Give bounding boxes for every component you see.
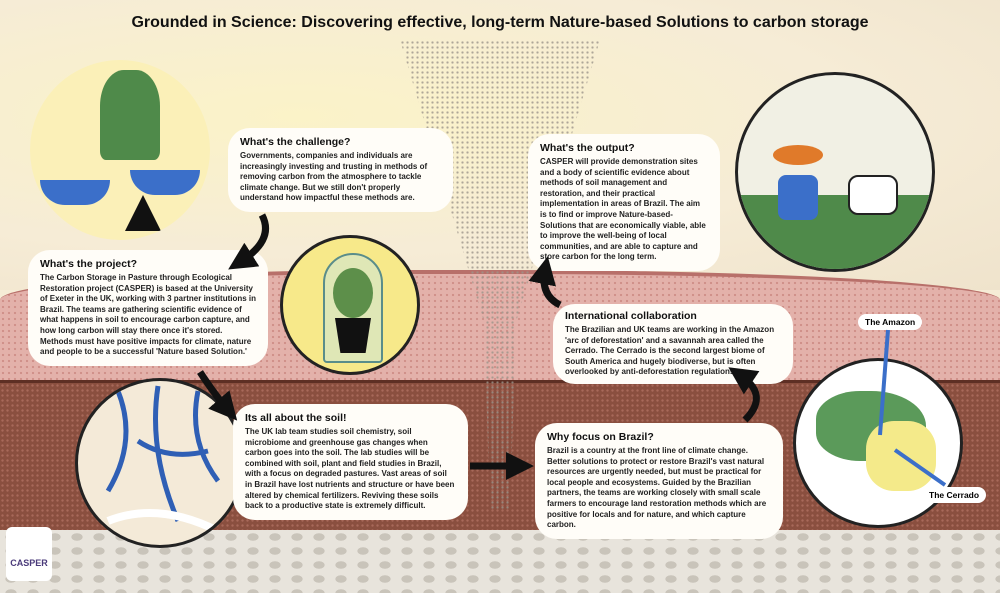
soil-section: Its all about the soil! The UK lab team …: [233, 404, 468, 520]
output-body: CASPER will provide demonstration sites …: [540, 157, 706, 262]
casper-logo: CASPER: [6, 527, 52, 581]
brazil-section: Why focus on Brazil? Brazil is a country…: [535, 423, 783, 539]
carbon-scale-illustration: [30, 60, 210, 240]
collaboration-heading: International collaboration: [565, 310, 697, 322]
project-section: What's the project? The Carbon Storage i…: [28, 250, 268, 366]
page-title: Grounded in Science: Discovering effecti…: [131, 14, 869, 31]
brazil-body: Brazil is a country at the front line of…: [547, 446, 767, 530]
project-body: The Carbon Storage in Pasture through Ec…: [40, 273, 257, 357]
soil-body: The UK lab team studies soil chemistry, …: [245, 427, 455, 511]
collaboration-body: The Brazilian and UK teams are working i…: [565, 325, 775, 377]
soil-heading: Its all about the soil!: [245, 412, 347, 424]
output-heading: What's the output?: [540, 142, 635, 154]
casper-logo-text: CASPER: [10, 558, 48, 568]
map-arrows: [878, 329, 947, 487]
challenge-section: What's the challenge? Governments, compa…: [228, 128, 453, 212]
plant-experiment-illustration: [280, 235, 420, 375]
challenge-heading: What's the challenge?: [240, 136, 351, 148]
roots-icon: [105, 385, 221, 535]
challenge-body: Governments, companies and individuals a…: [240, 151, 428, 203]
project-heading: What's the project?: [40, 258, 138, 270]
output-section: What's the output? CASPER will provide d…: [528, 134, 720, 271]
brazil-heading: Why focus on Brazil?: [547, 431, 654, 443]
farmer-illustration: [735, 72, 935, 272]
amazon-label: The Amazon: [858, 314, 923, 330]
cerrado-label: The Cerrado: [922, 487, 987, 503]
